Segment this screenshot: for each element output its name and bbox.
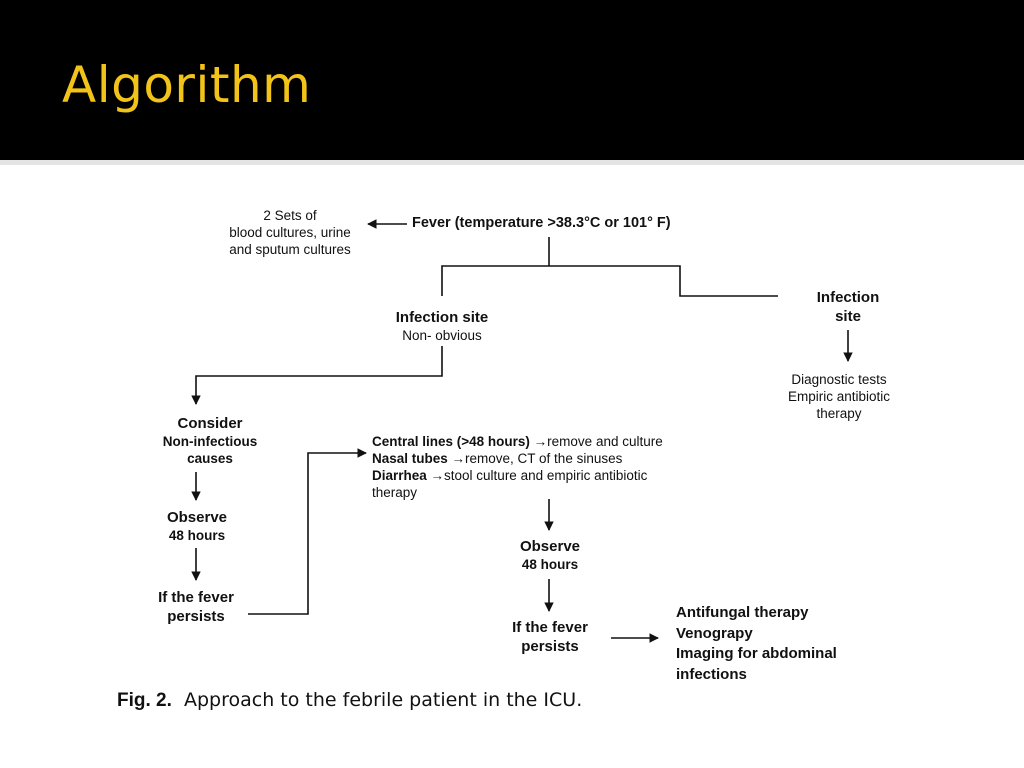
diagnostic-line: Diagnostic tests (791, 372, 887, 387)
diagnostic-line: therapy (816, 406, 862, 421)
diagnostic-line: Empiric antibiotic (787, 389, 891, 404)
node-subtitle: Non- obvious (402, 328, 482, 343)
diagnostic-node: Diagnostic tests Empiric antibiotic ther… (769, 371, 909, 422)
observe-left-node: Observe 48 hours (136, 508, 258, 544)
infection-site-node: Infection site (788, 288, 908, 326)
figure-label: Fig. 2. (117, 690, 172, 711)
node-title: Consider (177, 415, 243, 432)
slide-header: Algorithm (0, 0, 1024, 160)
node-title: Observe (166, 509, 228, 526)
cultures-line: blood cultures, urine (229, 225, 351, 240)
cultures-node: 2 Sets of blood cultures, urine and sput… (208, 207, 372, 258)
node-title: Infection (816, 289, 880, 306)
node-title: persists (521, 638, 579, 655)
final-line: Venograpy (676, 624, 753, 642)
arrow-right-icon: → (533, 434, 548, 449)
list-item-continuation: therapy (372, 485, 418, 500)
caption-text: Approach to the febrile patient in the I… (184, 689, 583, 711)
final-line: Antifungal therapy (676, 604, 809, 621)
node-title: If the fever (512, 619, 588, 636)
final-line: Imaging for abdominal (676, 645, 837, 662)
cultures-line: and sputum cultures (229, 242, 351, 257)
connector-branch (441, 265, 778, 297)
node-subtitle: 48 hours (521, 557, 579, 572)
header-divider (0, 160, 1024, 165)
interventions-list: Central lines (>48 hours) →remove and cu… (372, 433, 663, 501)
figure-caption: Fig. 2. Approach to the febrile patient … (117, 689, 582, 712)
list-item-diarrhea: Diarrhea →stool culture and empiric anti… (372, 468, 648, 483)
persists-left-node: If the fever persists (136, 588, 256, 626)
final-actions-node: Antifungal therapy Venograpy Imaging for… (676, 603, 837, 685)
list-item-central-lines: Central lines (>48 hours) →remove and cu… (372, 434, 663, 449)
list-item-nasal-tubes: Nasal tubes →remove, CT of the sinuses (372, 451, 623, 466)
final-line: infections (676, 665, 747, 683)
arrow-persists-to-central-lines (248, 448, 367, 615)
arrow-right-icon: → (451, 451, 466, 466)
consider-line: causes (187, 451, 233, 466)
arrow-nonobvious-to-consider (191, 346, 443, 405)
observe-right-node: Observe 48 hours (490, 537, 610, 573)
node-subtitle: 48 hours (168, 528, 226, 543)
consider-node: Consider Non-infectious causes (136, 414, 284, 467)
node-title: site (835, 308, 861, 325)
consider-line: Non-infectious (162, 434, 258, 449)
persists-right-node: If the fever persists (490, 618, 610, 656)
infection-site-nonobvious-node: Infection site Non- obvious (362, 308, 522, 344)
cultures-line: 2 Sets of (263, 208, 317, 223)
fever-node: Fever (temperature >38.3°C or 101° F) (412, 215, 671, 231)
node-title: If the fever (158, 589, 234, 606)
node-title: persists (167, 608, 225, 625)
slide-title: Algorithm (62, 56, 312, 114)
arrow-right-icon: → (430, 468, 445, 483)
node-title: Observe (519, 538, 581, 555)
node-title: Infection site (395, 309, 489, 326)
